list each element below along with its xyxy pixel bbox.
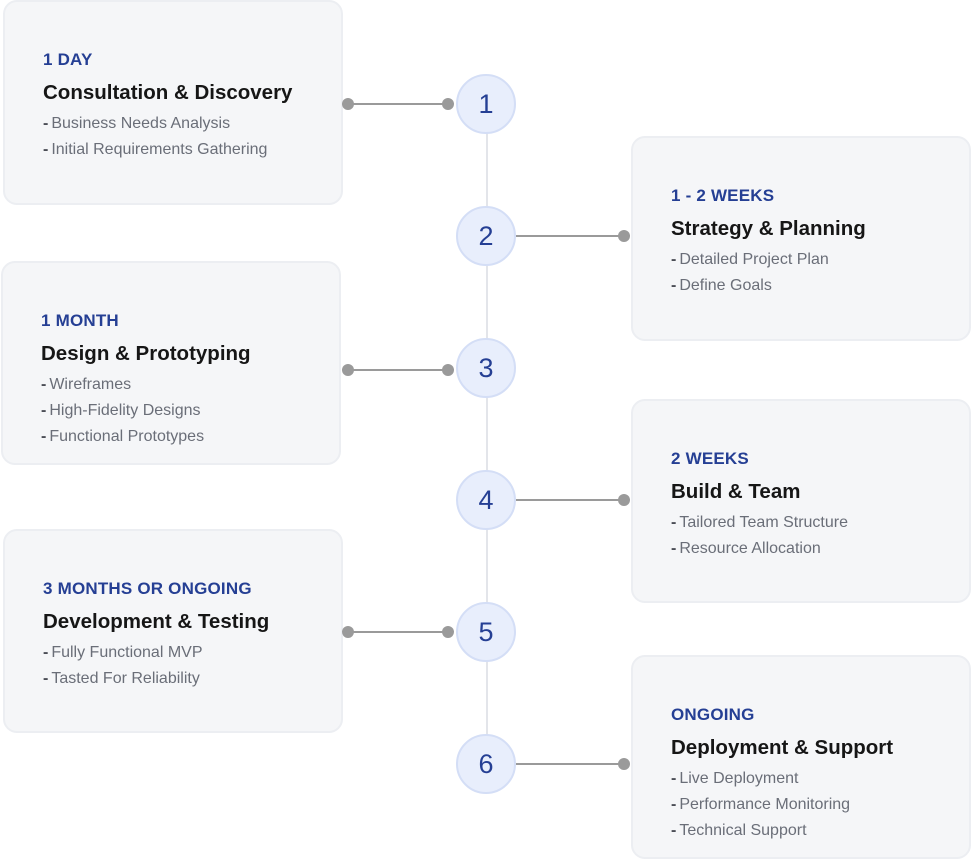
- step-duration: 3 MONTHS OR ONGOING: [43, 579, 252, 598]
- dash-icon: -: [671, 540, 677, 557]
- step-card-5: 3 MONTHS OR ONGOING Development & Testin…: [3, 529, 343, 733]
- dash-icon: -: [671, 514, 677, 531]
- connector-dot: [342, 98, 354, 110]
- step-item-label: Resource Allocation: [679, 540, 821, 557]
- step-item-label: Detailed Project Plan: [679, 251, 829, 268]
- step-item: -Tasted For Reliability: [43, 666, 303, 692]
- dash-icon: -: [43, 670, 49, 687]
- dash-icon: -: [671, 277, 677, 294]
- connector-dot: [442, 364, 454, 376]
- step-item: -Business Needs Analysis: [43, 111, 303, 137]
- step-item: -Resource Allocation: [671, 536, 931, 562]
- step-item-label: Define Goals: [679, 277, 772, 294]
- dash-icon: -: [43, 141, 49, 158]
- connector-dot: [618, 230, 630, 242]
- step-title: Development & Testing: [43, 610, 270, 633]
- timeline-axis: [486, 104, 488, 766]
- step-title: Consultation & Discovery: [43, 81, 293, 104]
- step-item: -Wireframes: [41, 372, 301, 398]
- step-items: -Wireframes -High-Fidelity Designs -Func…: [41, 372, 301, 450]
- connector-line-6: [516, 763, 624, 765]
- connector-dot: [618, 758, 630, 770]
- connector-dot: [442, 626, 454, 638]
- step-duration: 1 DAY: [43, 50, 93, 69]
- step-node-2: 2: [456, 206, 516, 266]
- step-node-3: 3: [456, 338, 516, 398]
- step-item: -Performance Monitoring: [671, 792, 931, 818]
- step-item-label: High-Fidelity Designs: [49, 402, 201, 419]
- step-item: -Live Deployment: [671, 766, 931, 792]
- connector-dot: [342, 626, 354, 638]
- dash-icon: -: [41, 376, 47, 393]
- step-duration: 1 - 2 WEEKS: [671, 186, 775, 205]
- step-title: Build & Team: [671, 480, 801, 503]
- step-item-label: Business Needs Analysis: [51, 115, 231, 132]
- step-node-6: 6: [456, 734, 516, 794]
- step-items: -Business Needs Analysis -Initial Requir…: [43, 111, 303, 163]
- step-node-5: 5: [456, 602, 516, 662]
- step-card-6: ONGOING Deployment & Support -Live Deplo…: [631, 655, 971, 859]
- step-title: Strategy & Planning: [671, 217, 866, 240]
- dash-icon: -: [41, 402, 47, 419]
- connector-dot: [442, 98, 454, 110]
- dash-icon: -: [41, 428, 47, 445]
- dash-icon: -: [671, 822, 677, 839]
- step-card-2: 1 - 2 WEEKS Strategy & Planning -Detaile…: [631, 136, 971, 341]
- step-item: -Define Goals: [671, 273, 931, 299]
- step-node-4: 4: [456, 470, 516, 530]
- step-item-label: Wireframes: [49, 376, 132, 393]
- step-item-label: Functional Prototypes: [49, 428, 205, 445]
- step-items: -Detailed Project Plan -Define Goals: [671, 247, 931, 299]
- step-title: Design & Prototyping: [41, 342, 251, 365]
- step-item: -Technical Support: [671, 818, 931, 844]
- step-title: Deployment & Support: [671, 736, 894, 759]
- step-item-label: Live Deployment: [679, 770, 799, 787]
- dash-icon: -: [43, 115, 49, 132]
- connector-line-3: [348, 369, 448, 371]
- step-card-1: 1 DAY Consultation & Discovery -Business…: [3, 0, 343, 205]
- dash-icon: -: [671, 796, 677, 813]
- step-item: -Functional Prototypes: [41, 424, 301, 450]
- step-item: -Detailed Project Plan: [671, 247, 931, 273]
- step-item-label: Tailored Team Structure: [679, 514, 848, 531]
- step-item: -Tailored Team Structure: [671, 510, 931, 536]
- step-card-3: 1 MONTH Design & Prototyping -Wireframes…: [1, 261, 341, 465]
- step-item: -Initial Requirements Gathering: [43, 137, 303, 163]
- connector-dot: [342, 364, 354, 376]
- dash-icon: -: [671, 251, 677, 268]
- step-item: -High-Fidelity Designs: [41, 398, 301, 424]
- step-node-1: 1: [456, 74, 516, 134]
- step-item: -Fully Functional MVP: [43, 640, 303, 666]
- step-item-label: Tasted For Reliability: [51, 670, 200, 687]
- step-card-4: 2 WEEKS Build & Team -Tailored Team Stru…: [631, 399, 971, 603]
- dash-icon: -: [43, 644, 49, 661]
- step-duration: 1 MONTH: [41, 311, 119, 330]
- connector-line-5: [348, 631, 448, 633]
- connector-line-2: [516, 235, 624, 237]
- step-items: -Fully Functional MVP -Tasted For Reliab…: [43, 640, 303, 692]
- connector-dot: [618, 494, 630, 506]
- step-item-label: Fully Functional MVP: [51, 644, 203, 661]
- step-items: -Live Deployment -Performance Monitoring…: [671, 766, 931, 844]
- dash-icon: -: [671, 770, 677, 787]
- step-item-label: Technical Support: [679, 822, 807, 839]
- connector-line-1: [348, 103, 448, 105]
- step-duration: ONGOING: [671, 705, 755, 724]
- step-item-label: Performance Monitoring: [679, 796, 851, 813]
- connector-line-4: [516, 499, 624, 501]
- step-duration: 2 WEEKS: [671, 449, 749, 468]
- step-items: -Tailored Team Structure -Resource Alloc…: [671, 510, 931, 562]
- step-item-label: Initial Requirements Gathering: [51, 141, 268, 158]
